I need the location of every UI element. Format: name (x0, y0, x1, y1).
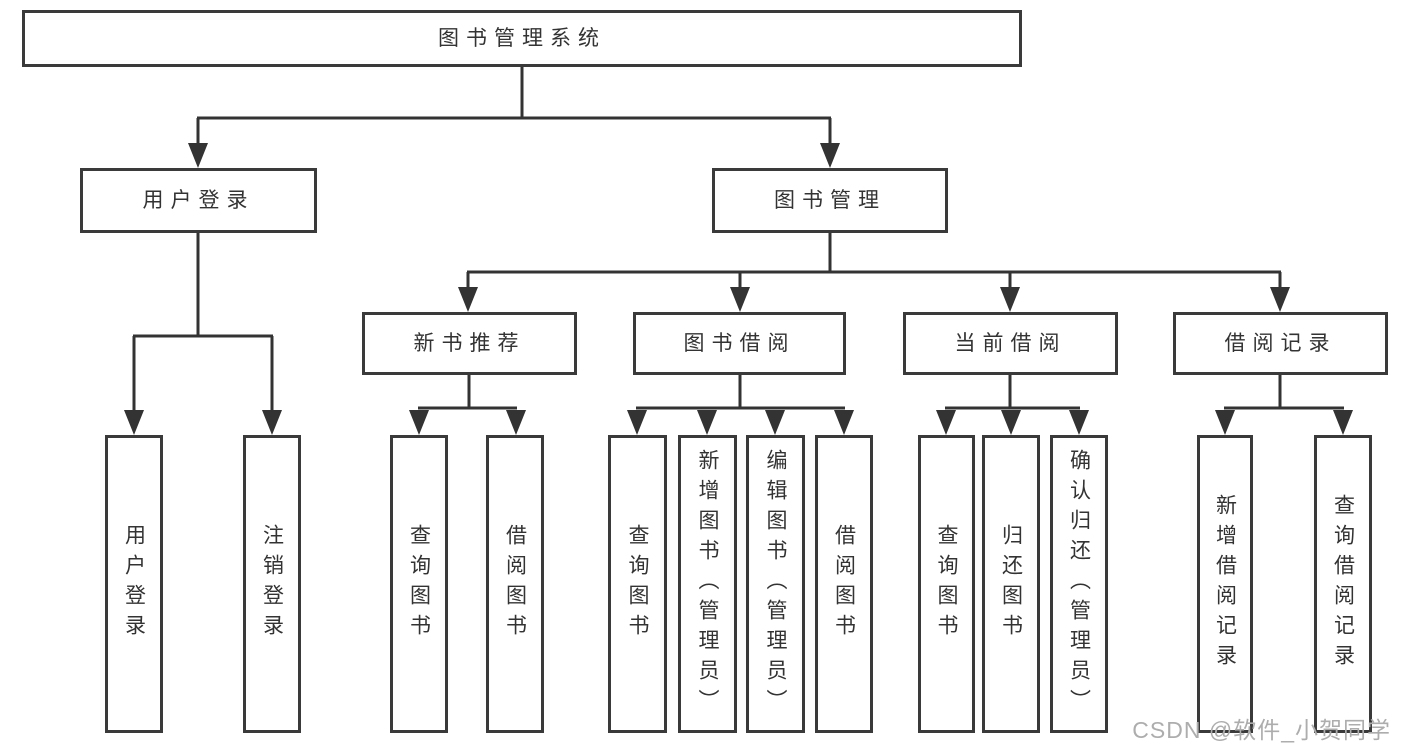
leaf-edit-books-admin: 编辑图书（管理员） (746, 435, 805, 733)
leaf-borrow-books-borrowing: 借阅图书 (815, 435, 873, 733)
arrowhead-icon (820, 143, 840, 168)
csdn-watermark: CSDN @软件_小贺同学 (1132, 717, 1391, 743)
node-user-login-branch: 用户登录 (80, 168, 317, 233)
arrowhead-icon (1069, 410, 1089, 435)
arrowhead-icon (627, 410, 647, 435)
arrowhead-icon (1333, 410, 1353, 435)
arrowhead-icon (458, 287, 478, 312)
arrowhead-icon (188, 143, 208, 168)
arrowheads (124, 143, 1353, 435)
arrowhead-icon (506, 410, 526, 435)
leaf-query-books-recommend: 查询图书 (390, 435, 448, 733)
node-borrowing-records: 借阅记录 (1173, 312, 1388, 375)
leaf-logout: 注销登录 (243, 435, 301, 733)
leaf-add-borrow-record: 新增借阅记录 (1197, 435, 1253, 733)
node-current-borrowing: 当前借阅 (903, 312, 1118, 375)
arrowhead-icon (124, 410, 144, 435)
arrowhead-icon (1000, 287, 1020, 312)
leaf-return-books: 归还图书 (982, 435, 1040, 733)
arrowhead-icon (765, 410, 785, 435)
leaf-query-borrow-record: 查询借阅记录 (1314, 435, 1372, 733)
arrowhead-icon (834, 410, 854, 435)
leaf-query-books-borrowing: 查询图书 (608, 435, 667, 733)
node-root: 图书管理系统 (22, 10, 1022, 67)
arrowhead-icon (730, 287, 750, 312)
arrowhead-icon (1215, 410, 1235, 435)
arrowhead-icon (697, 410, 717, 435)
node-new-book-recommend: 新书推荐 (362, 312, 577, 375)
node-book-borrowing: 图书借阅 (633, 312, 846, 375)
node-book-management: 图书管理 (712, 168, 948, 233)
leaf-add-books-admin: 新增图书（管理员） (678, 435, 737, 733)
connector-lines (132, 67, 1344, 413)
leaf-query-books-current: 查询图书 (918, 435, 975, 733)
arrowhead-icon (936, 410, 956, 435)
leaf-borrow-books-recommend: 借阅图书 (486, 435, 544, 733)
leaf-user-login: 用户登录 (105, 435, 163, 733)
leaf-confirm-return-admin: 确认归还（管理员） (1050, 435, 1108, 733)
arrowhead-icon (409, 410, 429, 435)
arrowhead-icon (262, 410, 282, 435)
arrowhead-icon (1270, 287, 1290, 312)
arrowhead-icon (1001, 410, 1021, 435)
